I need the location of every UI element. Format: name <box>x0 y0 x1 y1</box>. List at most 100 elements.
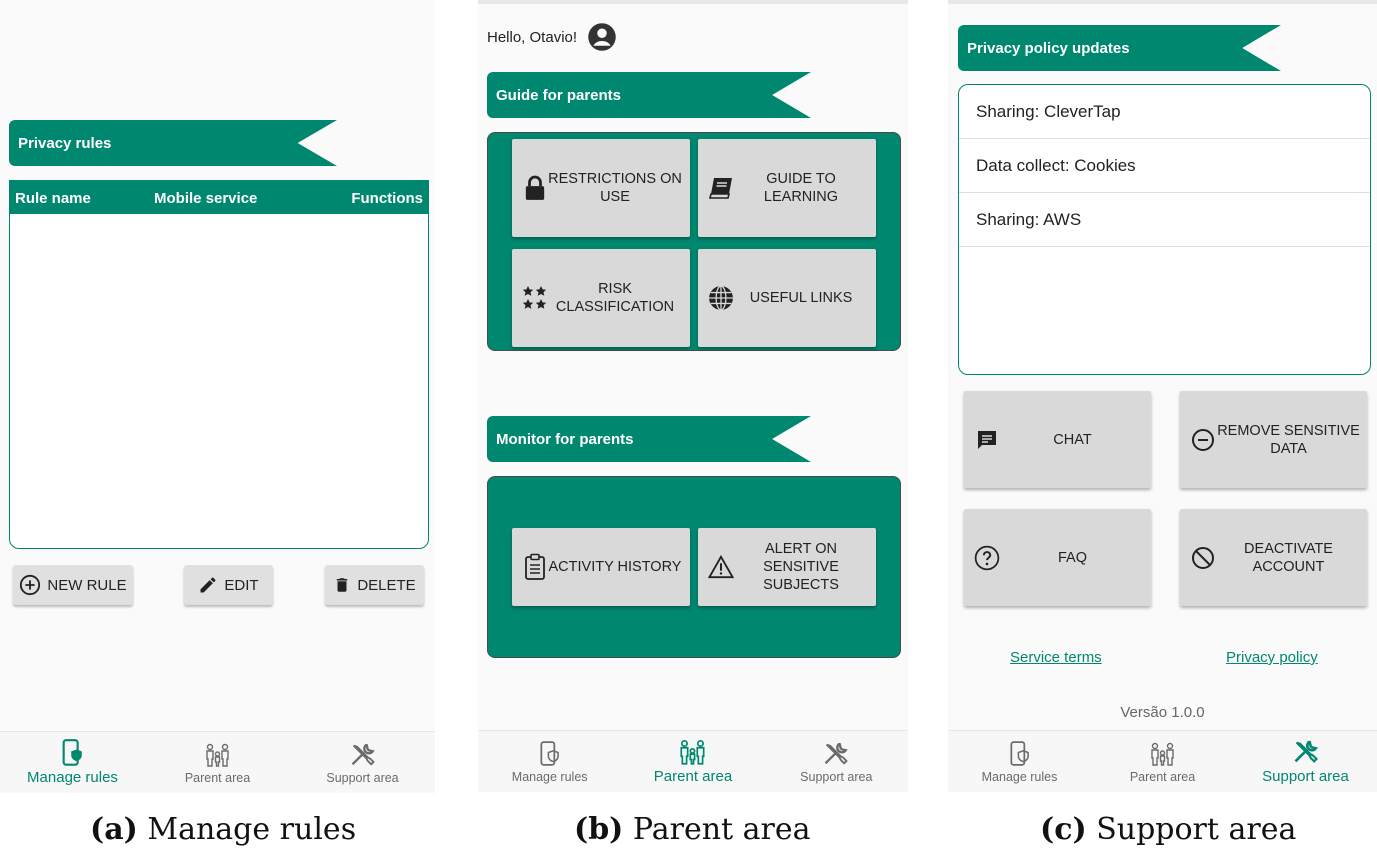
nav-manage-rules[interactable]: Manage rules <box>948 731 1091 792</box>
tools-icon <box>1294 740 1318 763</box>
new-rule-button[interactable]: NEW RULE <box>13 565 133 605</box>
version-text: Versão 1.0.0 <box>1120 704 1205 721</box>
monitor-for-parents-ribbon: Monitor for parents <box>487 416 811 462</box>
privacy-policy-updates-ribbon: Privacy policy updates <box>958 25 1281 71</box>
nav-label: Manage rules <box>981 769 1058 784</box>
nav-label: Support area <box>800 769 873 784</box>
caption-tag: (c) <box>1040 812 1087 847</box>
nav-parent-area[interactable]: Parent area <box>1091 731 1234 792</box>
minus-circle-icon <box>1192 428 1214 451</box>
clipboard-icon <box>525 553 545 580</box>
tile-label: FAQ <box>1057 549 1087 566</box>
updates-list: Sharing: CleverTap Data collect: Cookies… <box>958 84 1371 375</box>
phone-shield-icon <box>540 740 559 766</box>
warning-icon <box>708 554 734 579</box>
new-rule-label: NEW RULE <box>47 576 127 594</box>
guide-for-parents-ribbon: Guide for parents <box>487 72 811 118</box>
caption-a: (a) Manage rules <box>90 812 356 847</box>
ribbon-title: Monitor for parents <box>496 430 634 448</box>
stars-icon <box>522 286 547 309</box>
privacy-rules-ribbon: Privacy rules <box>9 120 337 166</box>
caption-text: Manage rules <box>147 812 357 847</box>
list-item[interactable]: Sharing: AWS <box>959 193 1370 247</box>
tile-label: GUIDE TO LEARNING <box>763 171 839 205</box>
chat-icon <box>978 430 996 449</box>
family-icon <box>1150 742 1174 766</box>
tile-label: REMOVE SENSITIVE DATA <box>1217 422 1360 457</box>
table-header: Rule name Mobile service Functions <box>10 181 428 214</box>
rules-table: Rule name Mobile service Functions <box>9 180 429 549</box>
tile-label: ACTIVITY HISTORY <box>548 559 682 575</box>
bottom-nav: Manage rules Parent area Support area <box>478 730 908 792</box>
service-terms-link[interactable]: Service terms <box>1010 649 1102 666</box>
edit-button[interactable]: EDIT <box>184 565 273 605</box>
nav-label: Parent area <box>653 768 733 785</box>
nav-label: Support area <box>1262 768 1349 785</box>
greeting-row: Hello, Otavio! <box>487 22 617 52</box>
list-item[interactable]: Sharing: CleverTap <box>959 85 1370 139</box>
nav-support-area[interactable]: Support area <box>290 732 435 793</box>
tile-label: USEFUL LINKS <box>749 290 853 306</box>
nav-parent-area[interactable]: Parent area <box>621 731 764 792</box>
deactivate-account-tile[interactable]: DEACTIVATE ACCOUNT <box>1180 509 1367 606</box>
family-icon <box>205 743 229 767</box>
tools-icon <box>824 742 849 765</box>
delete-button[interactable]: DELETE <box>325 565 424 605</box>
screen-support-area: Privacy policy updates Sharing: CleverTa… <box>948 0 1377 792</box>
faq-tile[interactable]: FAQ <box>964 509 1151 606</box>
list-item[interactable]: Data collect: Cookies <box>959 139 1370 193</box>
globe-icon <box>709 285 733 311</box>
add-circle-icon <box>20 574 41 596</box>
nav-label: Support area <box>326 770 399 785</box>
column-functions[interactable]: Functions <box>351 190 423 207</box>
caption-tag: (b) <box>574 812 624 847</box>
column-rule-name[interactable]: Rule name <box>15 190 91 207</box>
remove-sensitive-data-tile[interactable]: REMOVE SENSITIVE DATA <box>1180 391 1367 488</box>
phone-shield-icon <box>1009 740 1029 766</box>
lock-icon <box>525 175 545 200</box>
pencil-icon <box>200 577 216 593</box>
activity-history-tile[interactable]: ACTIVITY HISTORY <box>512 528 690 606</box>
greeting-text: Hello, Otavio! <box>487 28 578 46</box>
privacy-policy-link[interactable]: Privacy policy <box>1226 649 1318 666</box>
risk-classification-tile[interactable]: RISK CLASSIFICATION <box>512 249 690 347</box>
nav-manage-rules[interactable]: Manage rules <box>0 732 145 793</box>
nav-support-area[interactable]: Support area <box>765 731 908 792</box>
restrictions-on-use-tile[interactable]: RESTRICTIONS ON USE <box>512 139 690 237</box>
monitor-panel: ACTIVITY HISTORY ALERT ON SENSITIVE SUBJ… <box>487 476 901 658</box>
tile-label: DEACTIVATE ACCOUNT <box>1244 540 1333 575</box>
nav-label: Manage rules <box>511 769 588 784</box>
ribbon-title: Guide for parents <box>496 86 622 104</box>
alert-on-sensitive-subjects-tile[interactable]: ALERT ON SENSITIVE SUBJECTS <box>698 528 876 606</box>
book-icon <box>708 178 732 199</box>
bottom-nav: Manage rules Parent area Support area <box>948 730 1377 792</box>
ribbon-title: Privacy policy updates <box>967 39 1130 57</box>
caption-b: (b) Parent area <box>574 812 811 847</box>
caption-text: Support area <box>1096 812 1297 847</box>
screen-manage-rules: Privacy rules Rule name Mobile service F… <box>0 0 435 793</box>
family-icon <box>680 739 705 765</box>
caption-tag: (a) <box>90 812 138 847</box>
column-mobile-service[interactable]: Mobile service <box>154 190 258 207</box>
tile-label: CHAT <box>1053 431 1092 448</box>
edit-label: EDIT <box>224 576 259 594</box>
tools-icon <box>351 743 375 766</box>
delete-label: DELETE <box>357 576 416 594</box>
chat-tile[interactable]: CHAT <box>964 391 1151 488</box>
guide-panel: RESTRICTIONS ON USE GUIDE TO LEARNING RI… <box>487 132 901 351</box>
phone-shield-icon <box>62 739 82 766</box>
account-icon[interactable] <box>587 22 617 52</box>
nav-label: Parent area <box>184 770 251 785</box>
nav-manage-rules[interactable]: Manage rules <box>478 731 621 792</box>
bottom-nav: Manage rules Parent area Support area <box>0 731 435 793</box>
nav-parent-area[interactable]: Parent area <box>145 732 290 793</box>
nav-support-area[interactable]: Support area <box>1234 731 1377 792</box>
nav-label: Manage rules <box>27 769 118 786</box>
screen-parent-area: Hello, Otavio! Guide for parents RESTRIC… <box>478 0 908 792</box>
useful-links-tile[interactable]: USEFUL LINKS <box>698 249 876 347</box>
tile-label: ALERT ON SENSITIVE SUBJECTS <box>763 541 839 593</box>
nav-label: Parent area <box>1129 769 1196 784</box>
block-icon <box>1192 546 1214 569</box>
guide-to-learning-tile[interactable]: GUIDE TO LEARNING <box>698 139 876 237</box>
caption-c: (c) Support area <box>1040 812 1296 847</box>
